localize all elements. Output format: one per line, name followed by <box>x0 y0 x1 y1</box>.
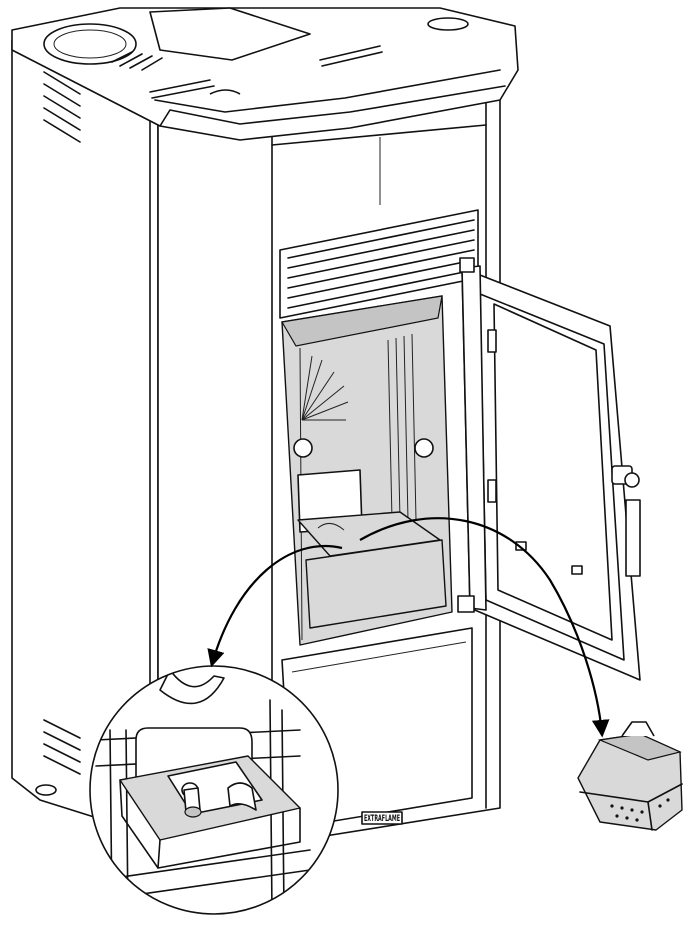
firebox-left-bolt <box>293 438 313 458</box>
door-glass <box>493 303 613 641</box>
lid-handle <box>209 89 241 95</box>
door-hinge-top <box>459 257 497 353</box>
firebox-sunburst <box>301 355 349 421</box>
brazier-air-holes <box>610 798 670 822</box>
top-round-cover <box>43 23 137 65</box>
front-grille <box>279 209 479 319</box>
removed-brazier <box>577 721 683 831</box>
arrow-to-detail-view <box>207 545 343 668</box>
brand-plate <box>361 811 403 825</box>
stove-top-lid <box>11 7 519 141</box>
door-hinge-bottom <box>457 479 497 613</box>
detail-magnifier <box>89 665 339 915</box>
pellet-hopper-lid <box>149 7 311 61</box>
brand-plate-text: EXTRAFLAME <box>364 814 400 824</box>
firebox-right-bolt <box>414 438 434 458</box>
firebox-back-ribs <box>387 333 417 521</box>
top-vent-slots <box>111 45 383 99</box>
door-clip-1 <box>515 541 527 551</box>
stove-door <box>457 257 641 681</box>
side-vent-top <box>43 71 81 143</box>
brazier-detail-pin <box>181 782 202 818</box>
door-clip-2 <box>571 565 583 575</box>
side-vent-bottom <box>43 719 81 775</box>
top-knob <box>427 17 469 31</box>
stove-foot <box>35 784 57 796</box>
arrow-to-removed-brazier <box>359 517 610 738</box>
door-latch <box>611 465 641 577</box>
firebox <box>281 295 453 646</box>
